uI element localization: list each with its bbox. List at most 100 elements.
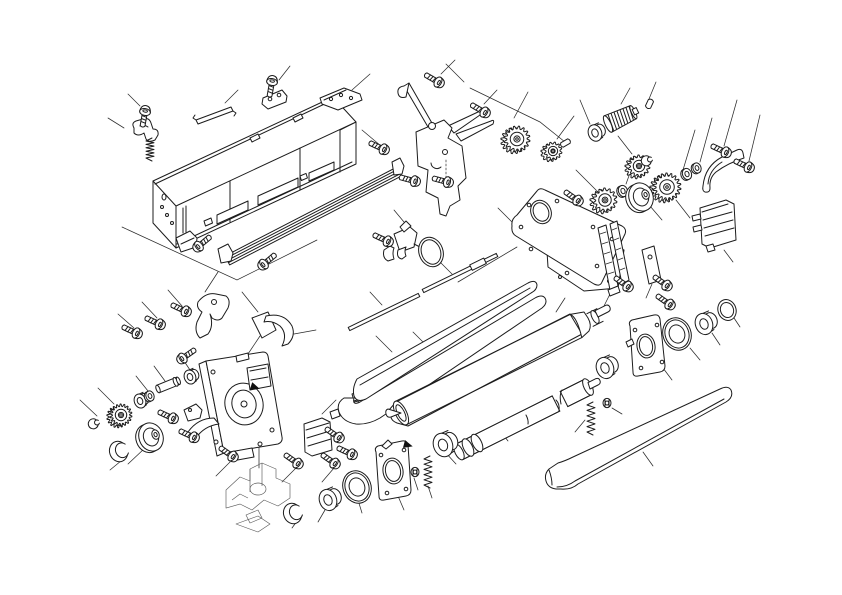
leader-line xyxy=(79,399,98,417)
screw xyxy=(218,445,239,463)
screw xyxy=(144,315,166,331)
leader-line xyxy=(675,199,691,219)
leader-line xyxy=(375,335,393,353)
leader-line xyxy=(107,117,125,129)
leader-line xyxy=(497,207,515,225)
bushing xyxy=(183,367,200,385)
mount-plate xyxy=(261,89,288,110)
leader-line xyxy=(648,81,657,100)
leader-line xyxy=(611,407,623,415)
leader-line xyxy=(317,509,326,523)
sensor-holder xyxy=(393,220,444,268)
face-plate-right xyxy=(625,314,666,377)
bushing xyxy=(694,310,718,336)
hardware-layer xyxy=(87,72,755,525)
gear xyxy=(106,403,133,429)
screw xyxy=(324,426,345,444)
leader-line xyxy=(97,387,115,405)
leader-line xyxy=(393,209,405,223)
leader-line xyxy=(121,226,318,281)
bearing xyxy=(342,470,372,504)
leader-line xyxy=(748,114,761,162)
screw xyxy=(192,234,212,253)
direction-arrow xyxy=(402,440,413,448)
face-plate-left xyxy=(374,439,412,501)
leader-line xyxy=(620,87,631,105)
leader-line xyxy=(579,99,591,125)
ring xyxy=(717,299,737,321)
bushing xyxy=(595,354,619,380)
leader-line xyxy=(293,329,317,335)
leader-line xyxy=(457,246,518,283)
leader-line xyxy=(141,301,158,319)
bushing xyxy=(587,122,606,142)
washer xyxy=(690,162,702,175)
gear xyxy=(649,172,682,204)
screw xyxy=(121,324,143,340)
leader-line xyxy=(427,485,433,499)
nut xyxy=(602,397,612,409)
leader-line xyxy=(247,335,261,355)
leader-line xyxy=(723,99,738,147)
lower-cover xyxy=(544,386,733,490)
developer-roller xyxy=(385,304,611,427)
auger-roller xyxy=(453,377,601,461)
leader-line xyxy=(645,283,653,299)
side-plates xyxy=(511,188,737,297)
rail-clamp xyxy=(383,245,395,262)
direction-arrows xyxy=(249,382,413,448)
screw xyxy=(372,232,394,248)
screw xyxy=(368,140,390,156)
leader-line xyxy=(555,297,566,313)
corner-bracket xyxy=(319,87,363,111)
blade-rail xyxy=(217,157,405,266)
leader-line xyxy=(281,467,297,483)
leader-line xyxy=(369,291,383,306)
bushing xyxy=(432,430,459,458)
gear xyxy=(589,187,618,215)
leader-line xyxy=(483,89,498,105)
leader-line xyxy=(723,249,734,263)
gear xyxy=(540,141,563,163)
screw xyxy=(469,102,491,119)
guide-strip xyxy=(192,106,237,125)
leader-line xyxy=(682,129,696,171)
spring xyxy=(145,137,155,162)
lock-pawl xyxy=(195,293,230,339)
leader-line xyxy=(440,262,453,275)
leader-line xyxy=(117,313,135,329)
frame-assembly xyxy=(132,87,363,253)
doctor-blade xyxy=(337,280,547,425)
spring xyxy=(423,455,433,489)
screw xyxy=(139,105,151,128)
leader-line xyxy=(711,332,721,346)
stud xyxy=(155,376,181,394)
screw xyxy=(266,75,278,98)
lever-bracket xyxy=(397,82,495,217)
lock-pawl-holder xyxy=(251,311,294,347)
leader-line xyxy=(204,271,219,293)
ering xyxy=(640,155,653,167)
screw xyxy=(655,293,676,311)
agitator-rods xyxy=(347,252,499,332)
screw xyxy=(563,189,584,207)
screw xyxy=(398,174,421,187)
leader-line xyxy=(445,63,465,83)
leader-line xyxy=(556,115,575,140)
leader-line xyxy=(699,117,713,163)
ering xyxy=(87,418,100,430)
screw xyxy=(320,452,341,470)
screw xyxy=(710,143,732,159)
bushing xyxy=(318,486,342,512)
washer xyxy=(680,167,693,181)
pulley xyxy=(625,182,654,214)
leader-line xyxy=(574,419,586,433)
leader-line xyxy=(215,461,231,477)
gear xyxy=(500,125,531,155)
leader-line xyxy=(241,291,259,313)
bearing xyxy=(662,317,692,351)
leader-line xyxy=(689,347,701,361)
screw xyxy=(170,302,192,318)
